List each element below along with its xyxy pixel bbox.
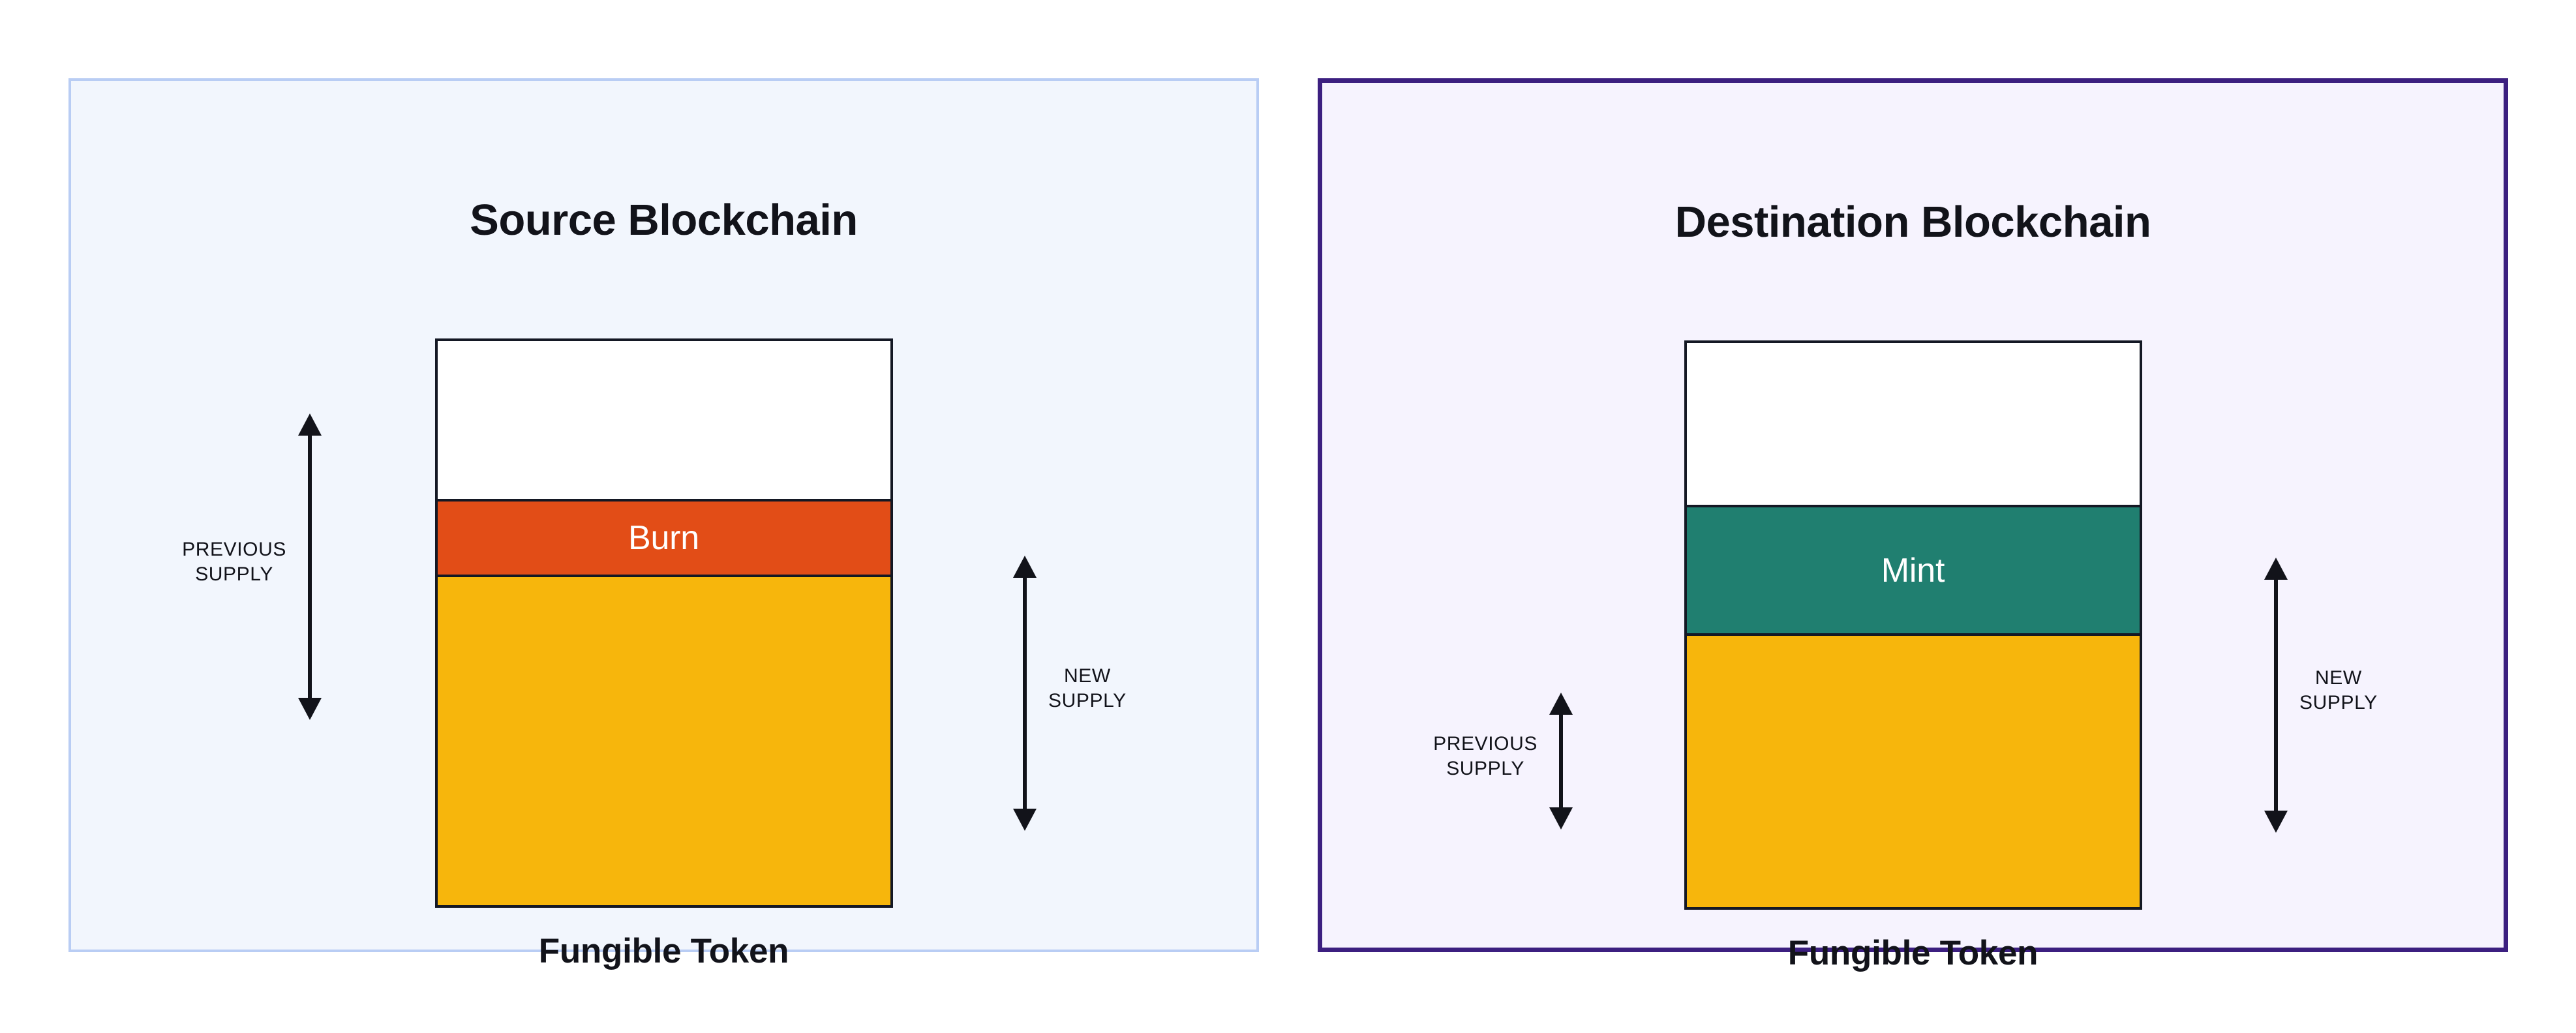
destination-bar-segment-supply [1686,635,2140,907]
double-headed-arrow-icon [1013,556,1037,831]
double-headed-arrow-icon [298,413,322,720]
destination-fungible-token-label: Fungible Token [1787,934,2038,972]
destination-previous-supply-label-line2: SUPPLY [1446,758,1524,780]
burn-label: Burn [628,519,700,558]
destination-blockchain-panel: Destination Blockchain Mint PREVIOUS SUP… [1318,78,2508,970]
destination-new-supply-label-line2: SUPPLY [2299,692,2378,714]
destination-panel-title: Destination Blockchain [1674,198,2151,247]
source-new-supply-label-line1: NEW [1063,665,1111,687]
source-new-supply-label: NEW SUPPLY [1048,664,1127,714]
double-headed-arrow-icon [1549,693,1573,830]
destination-token-supply-bar: Mint [1684,340,2142,910]
source-previous-supply-label: PREVIOUS SUPPLY [182,537,286,588]
source-previous-supply-dimension: PREVIOUS SUPPLY [182,413,323,720]
source-fungible-token-label: Fungible Token [538,932,789,970]
destination-new-supply-dimension: NEW SUPPLY [2263,558,2377,833]
destination-previous-supply-label-line1: PREVIOUS [1433,733,1538,755]
destination-bar-segment-empty [1686,343,2140,505]
destination-bar-segment-mint: Mint [1686,505,2140,636]
source-new-supply-dimension: NEW SUPPLY [1012,556,1126,831]
source-bar-segment-burn: Burn [437,499,890,578]
destination-previous-supply-dimension: PREVIOUS SUPPLY [1433,693,1574,830]
source-new-supply-label-line2: SUPPLY [1048,690,1127,712]
destination-new-supply-label-line1: NEW [2314,667,2362,689]
source-bar-segment-empty [437,341,890,500]
destination-new-supply-label: NEW SUPPLY [2299,666,2378,716]
source-previous-supply-label-line1: PREVIOUS [182,539,286,560]
source-blockchain-panel: Source Blockchain Burn PREVIOUS SUPPLY [68,78,1259,968]
mint-label: Mint [1881,551,1945,590]
destination-previous-supply-label: PREVIOUS SUPPLY [1433,732,1538,782]
source-previous-supply-label-line2: SUPPLY [195,563,273,586]
source-panel-title: Source Blockchain [470,196,858,245]
source-bar-segment-supply [437,577,890,905]
source-token-supply-bar: Burn [434,338,893,908]
double-headed-arrow-icon [2264,558,2288,833]
